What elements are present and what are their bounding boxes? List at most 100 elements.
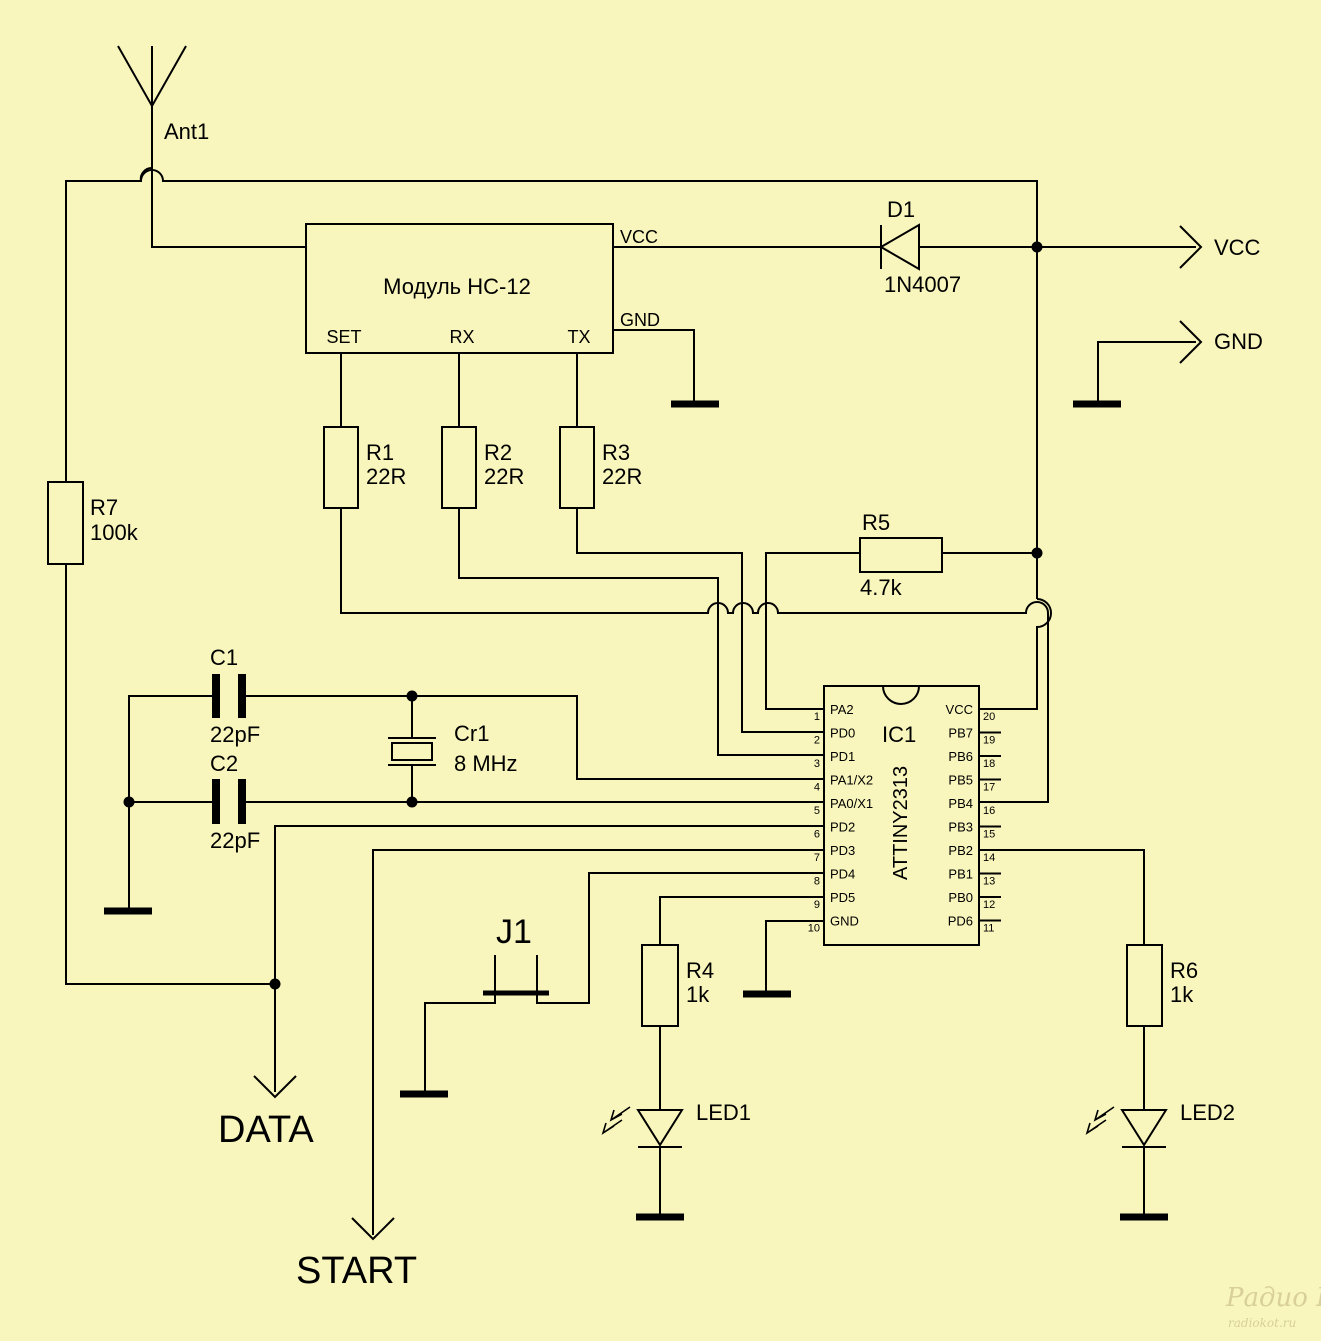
ic-pin-name: PD6 bbox=[948, 914, 973, 929]
wire-module-gnd bbox=[613, 329, 695, 404]
ic-pin-name: VCC bbox=[946, 702, 973, 717]
ic-pin-name: PA0/X1 bbox=[830, 796, 873, 811]
wire-antenna-module bbox=[139, 166, 306, 248]
led1-label: LED1 bbox=[696, 1100, 751, 1125]
ic-pin-number: 12 bbox=[983, 899, 995, 911]
ic-pin-number: 8 bbox=[814, 876, 820, 888]
ic-pin-number: 2 bbox=[814, 735, 820, 747]
diode-label: D1 bbox=[887, 197, 915, 222]
ic-pin-number: 14 bbox=[983, 852, 995, 864]
ic-pin-name: PD0 bbox=[830, 726, 855, 741]
r6-value: 1k bbox=[1170, 982, 1194, 1007]
gnd-arrow bbox=[1179, 320, 1203, 364]
hc12-module: Модуль HC-12 VCC GND SET RX TX bbox=[305, 223, 660, 354]
ic-pin-number: 7 bbox=[814, 852, 820, 864]
module-pin-tx: TX bbox=[567, 327, 590, 347]
ic-pin-name: PB1 bbox=[948, 867, 973, 882]
ic-pin-number: 19 bbox=[983, 735, 995, 747]
resistor-r6: R6 1k bbox=[1126, 944, 1198, 1027]
ic-pin-name: PB3 bbox=[948, 820, 973, 835]
crystal-label: Cr1 bbox=[454, 721, 489, 746]
watermark-title: Радио КОТ bbox=[1225, 1283, 1321, 1313]
ic-pin-name: PB5 bbox=[948, 773, 973, 788]
wire-rx bbox=[458, 353, 824, 756]
module-pin-vcc: VCC bbox=[620, 227, 658, 247]
ic-pin-name: PB2 bbox=[948, 843, 973, 858]
vcc-arrow bbox=[1179, 225, 1203, 269]
junction bbox=[1031, 241, 1043, 253]
r1-value: 22R bbox=[366, 464, 406, 489]
module-pin-set: SET bbox=[326, 327, 361, 347]
ic-pin-number: 16 bbox=[983, 805, 995, 817]
wire-pd2-data bbox=[274, 825, 824, 1092]
ic-pin-number: 13 bbox=[983, 876, 995, 888]
r5-label: R5 bbox=[862, 510, 890, 535]
ic-pin-number: 1 bbox=[814, 711, 820, 723]
ic-pin-name: PD2 bbox=[830, 820, 855, 835]
ic-pin-number: 20 bbox=[983, 711, 995, 723]
ic-pin-name: PB7 bbox=[948, 726, 973, 741]
port-start-label: START bbox=[296, 1250, 417, 1292]
wire-top-rail bbox=[65, 169, 1038, 599]
ic-pin-number: 9 bbox=[814, 899, 820, 911]
wire-pd3-start bbox=[372, 849, 824, 1235]
ic-pin-number: 17 bbox=[983, 782, 995, 794]
antenna-ant1: Ant1 bbox=[117, 45, 209, 168]
ic-pin-name: PD3 bbox=[830, 843, 855, 858]
r2-value: 22R bbox=[484, 464, 524, 489]
resistor-r1: R1 22R bbox=[323, 426, 406, 509]
ic-pin-number: 4 bbox=[814, 782, 820, 794]
crystal-value: 8 MHz bbox=[454, 751, 518, 776]
c2-label: C2 bbox=[210, 751, 238, 776]
wire-pb2-r6 bbox=[979, 849, 1145, 945]
led-led1: LED1 bbox=[601, 1026, 751, 1217]
wire-set bbox=[340, 353, 1049, 803]
ic-ref: IC1 bbox=[882, 722, 916, 747]
crystal-cr1: Cr1 8 MHz bbox=[388, 696, 518, 802]
resistor-r3: R3 22R bbox=[559, 426, 642, 509]
c1-value: 22pF bbox=[210, 722, 260, 747]
ic-pin-number: 11 bbox=[983, 923, 994, 935]
watermark-url: radiokot.ru bbox=[1228, 1316, 1296, 1330]
ic-pin-number: 3 bbox=[814, 758, 820, 770]
r1-label: R1 bbox=[366, 440, 394, 465]
r2-label: R2 bbox=[484, 440, 512, 465]
ic-pin-name: PD1 bbox=[830, 749, 855, 764]
module-pin-gnd: GND bbox=[620, 310, 660, 330]
c2-value: 22pF bbox=[210, 828, 260, 853]
ic-pin-number: 18 bbox=[983, 758, 995, 770]
resistor-r2: R2 22R bbox=[441, 426, 524, 509]
ic1-attiny2313: IC1 ATTINY2313 PA21PD02PD13PA1/X24PA0/X1… bbox=[808, 685, 1001, 946]
junction bbox=[269, 978, 281, 990]
r3-value: 22R bbox=[602, 464, 642, 489]
wire-pd5-r4 bbox=[659, 896, 824, 945]
diode-value: 1N4007 bbox=[884, 272, 961, 297]
junction bbox=[406, 796, 418, 808]
start-arrow bbox=[351, 1217, 395, 1241]
ic-pin-number: 5 bbox=[814, 805, 820, 817]
diode-d1: D1 1N4007 bbox=[879, 197, 961, 297]
resistor-r4: R4 1k bbox=[641, 944, 714, 1027]
wire-pd4-j1 bbox=[536, 872, 824, 1004]
ic-pin-name: GND bbox=[830, 914, 859, 929]
resistor-r7: R7 100k bbox=[47, 481, 139, 565]
ic-pin-name: PB0 bbox=[948, 890, 973, 905]
r4-label: R4 bbox=[686, 958, 714, 983]
wire-gnd-port bbox=[1097, 341, 1196, 404]
watermark: Радио КОТ radiokot.ru bbox=[1225, 1283, 1321, 1330]
jumper-label: J1 bbox=[496, 913, 532, 951]
ic-pin-name: PB6 bbox=[948, 749, 973, 764]
wire-pa2 bbox=[765, 552, 860, 710]
r7-value: 100k bbox=[90, 520, 139, 545]
resistor-r5: R5 4.7k bbox=[859, 510, 943, 600]
junction bbox=[1031, 547, 1043, 559]
r6-label: R6 bbox=[1170, 958, 1198, 983]
wire-r7-data bbox=[65, 564, 275, 985]
ic-pin-name: PA1/X2 bbox=[830, 773, 873, 788]
led2-label: LED2 bbox=[1180, 1100, 1235, 1125]
r5-value: 4.7k bbox=[860, 575, 903, 600]
antenna-label: Ant1 bbox=[164, 119, 209, 144]
ic-pin-name: PA2 bbox=[830, 702, 854, 717]
jumper-j1: J1 bbox=[424, 913, 549, 1092]
